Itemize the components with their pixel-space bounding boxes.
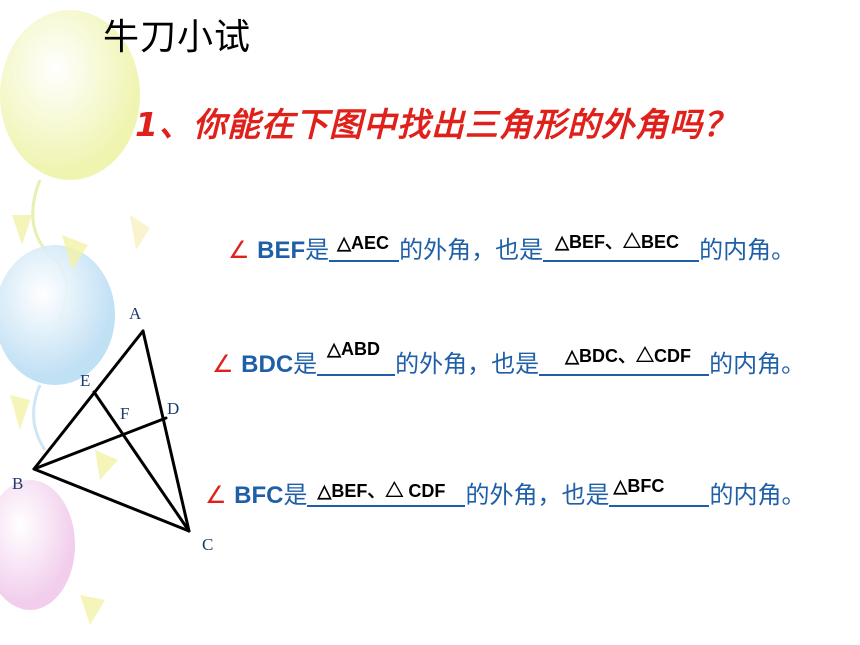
answer-row-1: ∠ BEF是 △AEC 的外角，也是 △BEF、△BEC 的内角。 [228,230,795,265]
row-text-post: 的内角。 [709,350,806,378]
vertex-label-b: B [12,474,24,493]
row-text-mid: 的外角，也是 [465,481,610,509]
segment-ce [92,390,191,533]
row-text-post: 的内角。 [699,236,796,264]
vertex-label-c: C [202,535,214,554]
row-text-mid: 的外角，也是 [399,236,544,264]
segment-ac [141,329,191,533]
blank-answer: △ABD [327,339,380,359]
blank-answer: △BEF、△BEC [555,232,680,252]
yellow-balloon-icon [0,10,140,180]
blank-field-1[interactable]: △ABD [317,339,396,376]
blank-answer: △BEF、△ CDF [317,481,446,501]
blank-field-1[interactable]: △AEC [329,233,400,262]
segment-bc [32,467,191,533]
row-text-mid: 的外角，也是 [395,350,540,378]
row-text-pre: 是 [283,481,308,509]
angle-name: BDC [241,351,294,378]
row-text-pre: 是 [305,236,330,264]
vertex-label-e: E [80,371,91,390]
vertex-label-a: A [129,304,142,323]
angle-name: BFC [234,482,284,509]
blue-balloon-icon [0,245,115,385]
segment-ab [32,329,145,471]
answer-row-2: ∠ BDC是 △ABD 的外角，也是 △BDC、△CDF 的内角。 [212,339,806,379]
question-text: 1、你能在下图中找出三角形的外角吗？ [135,105,737,144]
answer-row-3: ∠ BFC是 △BEF、△ CDF 的外角，也是△BFC 的内角。 [205,475,805,510]
vertex-label-f: F [120,404,130,423]
pink-balloon-icon [0,480,75,610]
angle-icon: ∠ [205,481,227,509]
row-text-post: 的内角。 [709,481,806,509]
blank-field-1[interactable]: △BEF、△ CDF [307,479,466,507]
blank-answer: △AEC [337,233,390,253]
page-title: 牛刀小试 [103,17,252,58]
segment-bd [32,416,168,471]
blank-field-2[interactable]: △BFC [609,476,710,507]
blank-field-2[interactable]: △BEF、△BEC [543,232,700,262]
blank-answer: △BDC、△CDF [565,346,691,366]
angle-icon: ∠ [212,350,234,378]
blank-field-2[interactable]: △BDC、△CDF [539,346,710,376]
row-text-pre: 是 [293,350,318,378]
angle-name: BEF [257,237,306,264]
angle-icon: ∠ [228,236,250,264]
blank-answer: △BFC [613,476,665,496]
vertex-label-d: D [167,399,180,418]
